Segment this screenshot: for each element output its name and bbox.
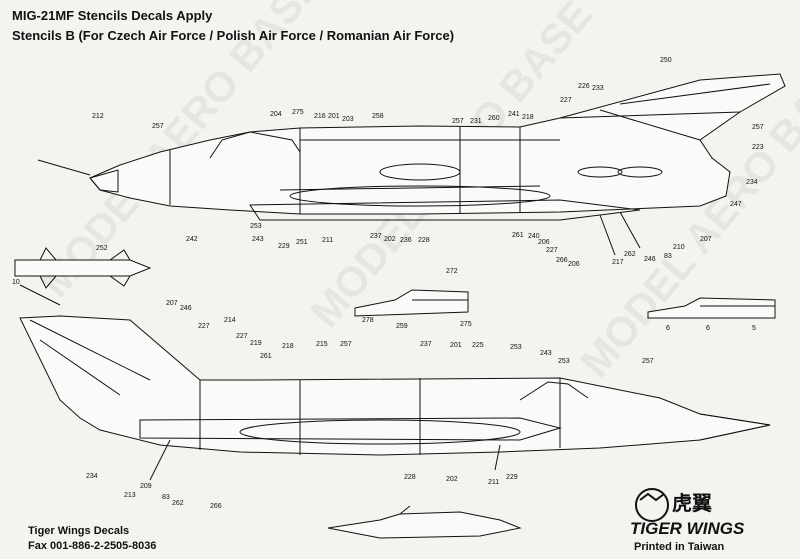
aircraft-side-view-upper	[37, 73, 786, 256]
callout-number: 202	[384, 236, 396, 243]
callout-number: 229	[278, 243, 290, 250]
callout-number: 228	[404, 474, 416, 481]
callout-number: 262	[172, 500, 184, 507]
callout-number: 212	[92, 113, 104, 120]
callout-number: 257	[340, 341, 352, 348]
callout-number: 214	[224, 317, 236, 324]
callout-number: 206	[568, 261, 580, 268]
missile-drawing	[14, 247, 152, 306]
callout-number: 211	[322, 237, 333, 244]
callout-number: 243	[540, 350, 552, 357]
callout-number: 207	[700, 236, 712, 243]
callouts-detail: 272 278 259 275 6 6 5	[362, 268, 756, 332]
page-title: MIG-21MF Stencils Decals Apply	[12, 8, 213, 23]
callout-number: 240	[528, 233, 540, 240]
callout-number: 225	[472, 342, 484, 349]
callout-number: 227	[236, 333, 248, 340]
callout-number: 223	[752, 144, 764, 151]
callout-number: 253	[558, 358, 570, 365]
callout-number: 227	[560, 97, 572, 104]
callout-number: 246	[644, 256, 656, 263]
callout-number: 241	[508, 111, 520, 118]
callout-number: 234	[86, 473, 98, 480]
callout-number: 10	[12, 279, 20, 286]
callout-number: 217	[612, 259, 624, 266]
callout-number: 257	[152, 123, 164, 130]
aircraft-side-view-lower	[19, 315, 771, 481]
callout-number: 261	[512, 232, 524, 239]
callout-number: 203	[342, 116, 354, 123]
callout-number: 202	[446, 476, 458, 483]
callout-number: 253	[250, 223, 262, 230]
svg-text:虎翼: 虎翼	[672, 491, 712, 515]
callout-number: 83	[162, 494, 170, 501]
company-name: Tiger Wings Decals	[28, 525, 130, 537]
callout-number: 275	[460, 321, 472, 328]
callout-number: 262	[624, 251, 636, 258]
callout-number: 204	[270, 111, 282, 118]
callout-number: 213	[124, 492, 136, 499]
callout-number: 218	[522, 114, 534, 121]
page-subtitle: Stencils B (For Czech Air Force / Polish…	[12, 28, 455, 43]
callout-number: 257	[642, 358, 654, 365]
callout-number: 242	[186, 236, 198, 243]
callout-number: 218	[282, 343, 294, 350]
tiger-wings-logo: 虎翼 TIGER WINGS	[630, 488, 745, 538]
callout-number: 215	[316, 341, 328, 348]
callout-number: 257	[752, 124, 764, 131]
callout-number: 83	[664, 253, 672, 260]
callout-number: 253	[510, 344, 522, 351]
callout-number: 201	[328, 113, 340, 120]
callout-number: 209	[140, 483, 152, 490]
callout-number: 227	[198, 323, 210, 330]
callout-number: 250	[660, 57, 672, 64]
callout-number: 257	[452, 118, 464, 125]
callout-number: 207	[166, 300, 178, 307]
callout-number: 229	[506, 474, 518, 481]
callout-number: 219	[250, 340, 262, 347]
callout-number: 236	[400, 237, 412, 244]
callout-number: 226	[578, 83, 590, 90]
pylon-drawing-center	[354, 289, 469, 317]
callouts-upper: 212 257 204 275 216 201 203 258 257 231 …	[12, 57, 764, 286]
callout-number: 5	[752, 325, 756, 332]
callout-number: 210	[673, 244, 685, 251]
callout-number: 216	[314, 113, 326, 120]
callout-number: 266	[210, 503, 222, 510]
callout-number: 259	[396, 323, 408, 330]
callout-number: 258	[372, 113, 384, 120]
callout-number: 201	[450, 342, 462, 349]
callout-number: 251	[296, 239, 308, 246]
callout-number: 246	[180, 305, 192, 312]
small-aircraft-silhouette	[327, 505, 522, 539]
callout-number: 237	[420, 341, 432, 348]
callout-number: 237	[370, 233, 382, 240]
callout-number: 234	[746, 179, 758, 186]
callout-number: 233	[592, 85, 604, 92]
callout-number: 275	[292, 109, 304, 116]
callout-number: 227	[546, 247, 558, 254]
callouts-lower: 207 246 227 214 227 219 261 218 215 257 …	[86, 300, 654, 510]
callout-number: 261	[260, 353, 272, 360]
callout-number: 6	[706, 325, 710, 332]
callout-number: 278	[362, 317, 374, 324]
svg-text:TIGER WINGS: TIGER WINGS	[630, 519, 745, 538]
callout-number: 211	[488, 479, 499, 486]
tiger-head-icon	[635, 488, 669, 522]
callout-number: 228	[418, 237, 430, 244]
callout-number: 252	[96, 245, 108, 252]
callout-number: 266	[556, 257, 568, 264]
pylon-drawing-right	[647, 297, 776, 319]
callout-number: 247	[730, 201, 742, 208]
printed-in: Printed in Taiwan	[634, 541, 725, 553]
fax-number: Fax 001-886-2-2505-8036	[28, 540, 157, 552]
callout-number: 272	[446, 268, 458, 275]
callout-number: 231	[470, 118, 482, 125]
callout-number: 6	[666, 325, 670, 332]
callout-number: 206	[538, 239, 550, 246]
callout-number: 243	[252, 236, 264, 243]
callout-number: 260	[488, 115, 500, 122]
